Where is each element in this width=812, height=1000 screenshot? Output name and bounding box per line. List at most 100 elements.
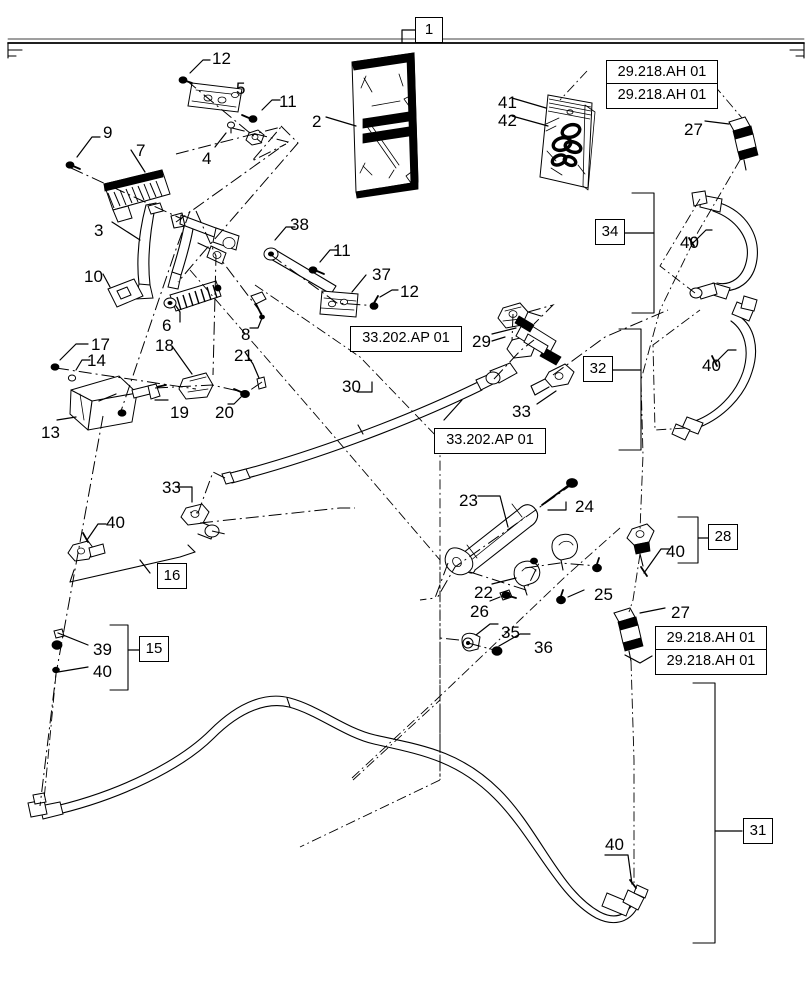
part-6-spring xyxy=(163,280,222,323)
part-16-group xyxy=(69,544,196,583)
part-number-num-40a: 40 xyxy=(680,233,699,252)
part-34-hose xyxy=(622,190,758,314)
part-number-num-12b: 12 xyxy=(400,282,419,301)
part-number-num-14: 14 xyxy=(87,351,106,370)
part-number-num-9: 9 xyxy=(103,123,113,142)
part-number-num-17: 17 xyxy=(91,335,110,354)
part-24-rod xyxy=(541,478,578,511)
part-22b-clamp xyxy=(551,533,578,571)
reference-box-ref-ap-mid: 33.202.AP 01 xyxy=(350,326,462,352)
reference-box-ref-ah-top-2: 29.218.AH 01 xyxy=(606,83,718,109)
part-number-num-40b: 40 xyxy=(702,356,721,375)
assembly-centerlines xyxy=(43,269,441,801)
part-number-num-26: 26 xyxy=(470,602,489,621)
group-box-15: 15 xyxy=(139,636,169,662)
part-number-num-5: 5 xyxy=(236,79,246,98)
part-number-num-42: 42 xyxy=(498,111,517,130)
part-39-40-group xyxy=(51,624,140,691)
part-25-bolt xyxy=(556,589,585,605)
group-box-1: 1 xyxy=(415,17,443,43)
part-number-num-33a: 33 xyxy=(512,402,531,421)
part-8-bolt xyxy=(249,291,267,329)
pedal-shaft-lever xyxy=(167,212,240,290)
part-number-num-41: 41 xyxy=(498,93,517,112)
part-12a-bolt xyxy=(178,59,211,84)
group-box-32: 32 xyxy=(583,356,613,382)
part-number-num-39: 39 xyxy=(93,640,112,659)
part-17-bolt xyxy=(50,343,89,371)
part-number-num-3: 3 xyxy=(94,221,104,240)
group-box-31: 31 xyxy=(743,818,773,844)
part-35-36-eyelet xyxy=(461,623,531,656)
part-20-bolt xyxy=(227,388,250,405)
part-28-fitting xyxy=(626,516,709,577)
part-number-num-7: 7 xyxy=(136,141,146,160)
reference-box-ref-ah-bot-2: 29.218.AH 01 xyxy=(655,649,767,675)
part-18-clevis xyxy=(171,345,214,400)
part-31-hose xyxy=(27,695,649,924)
part-number-num-38: 38 xyxy=(290,215,309,234)
sheet-border xyxy=(7,29,805,59)
part-number-num-10: 10 xyxy=(84,267,103,286)
part-number-num-18: 18 xyxy=(155,336,174,355)
part-41-42-bag xyxy=(511,94,596,191)
part-number-num-4: 4 xyxy=(202,149,212,168)
part-26-bolt xyxy=(489,589,517,602)
part-33a-fitting xyxy=(530,363,575,405)
part-12b-bolt xyxy=(369,289,399,310)
part-number-num-2: 2 xyxy=(312,112,322,131)
part-number-num-13: 13 xyxy=(41,423,60,442)
centerlines xyxy=(39,70,743,884)
part-number-num-12a: 12 xyxy=(212,49,231,68)
part-number-num-40e: 40 xyxy=(93,662,112,681)
reference-box-ref-ah-bot-1: 29.218.AH 01 xyxy=(655,626,767,652)
part-number-num-37: 37 xyxy=(372,265,391,284)
part-number-num-27a: 27 xyxy=(684,120,703,139)
part-25b-bolt xyxy=(592,557,602,573)
part-number-num-25: 25 xyxy=(594,585,613,604)
part-number-num-22: 22 xyxy=(474,583,493,602)
part-2-manual xyxy=(325,52,419,199)
part-27a-valve xyxy=(704,116,759,171)
part-number-num-36: 36 xyxy=(534,638,553,657)
part-32-hose xyxy=(610,295,758,451)
part-number-num-40f: 40 xyxy=(605,835,624,854)
part-11b-bolt xyxy=(308,249,339,275)
part-number-num-35: 35 xyxy=(501,623,520,642)
part-22-clamp xyxy=(491,560,541,596)
group-box-34: 34 xyxy=(595,219,625,245)
part-number-num-11b: 11 xyxy=(333,241,351,260)
part-21-pin xyxy=(244,351,267,390)
part-number-num-20: 20 xyxy=(215,403,234,422)
part-13-master-cylinder xyxy=(56,375,167,431)
reference-box-ref-ah-top-1: 29.218.AH 01 xyxy=(606,60,718,86)
part-number-num-23: 23 xyxy=(459,491,478,510)
part-number-num-19: 19 xyxy=(170,403,189,422)
part-7-pedal-pad xyxy=(103,149,171,223)
part-14-washer xyxy=(67,359,91,382)
part-5-bracket xyxy=(187,82,243,113)
group-box-28: 28 xyxy=(708,524,738,550)
part-number-num-33b: 33 xyxy=(162,478,181,497)
part-number-num-24: 24 xyxy=(575,497,594,516)
part-number-num-40c: 40 xyxy=(106,513,125,532)
part-11a-bolt xyxy=(241,99,281,123)
part-number-num-8: 8 xyxy=(241,325,251,344)
part-number-num-11a: 11 xyxy=(279,92,297,111)
valve-block-29 xyxy=(485,302,562,385)
part-number-num-21: 21 xyxy=(234,346,253,365)
part-26b-bolt xyxy=(530,557,539,565)
reference-box-ref-ap-low: 33.202.AP 01 xyxy=(434,428,546,454)
part-40c-fitting xyxy=(67,523,107,562)
part-4-pin xyxy=(214,121,235,148)
part-number-num-29: 29 xyxy=(472,332,491,351)
part-number-num-30: 30 xyxy=(342,377,361,396)
part-number-num-6: 6 xyxy=(162,316,172,335)
group-box-16: 16 xyxy=(157,563,187,589)
part-number-num-40d: 40 xyxy=(666,542,685,561)
part-number-num-27b: 27 xyxy=(671,603,690,622)
part-27b-valve xyxy=(613,607,743,944)
part-9-bolt xyxy=(65,136,101,170)
